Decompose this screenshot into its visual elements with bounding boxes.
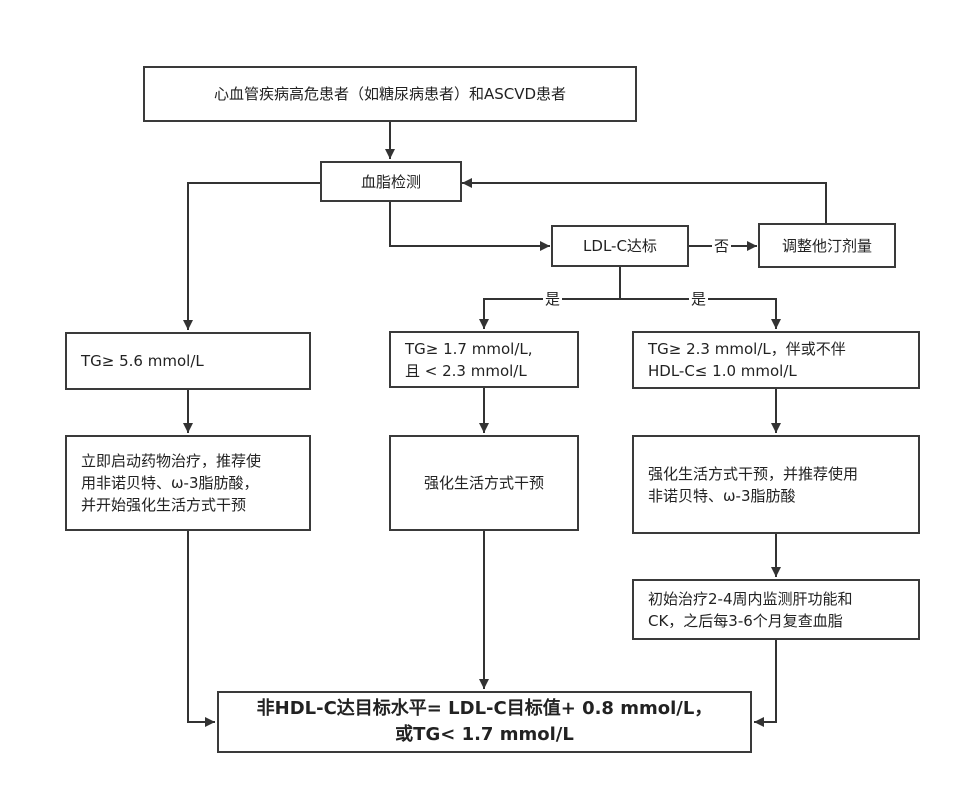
drug-immediate-line-1: 立即启动药物治疗，推荐使 [81,452,262,470]
lipid-test-node: 血脂检测 [320,161,462,202]
adjust-statin-node: 调整他汀剂量 [758,223,896,268]
start-node-text: 心血管疾病高危患者（如糖尿病患者）和ASCVD患者 [213,85,567,103]
drug-immediate-line-2: 用非诺贝特、ω-3脂肪酸， [81,474,259,492]
adjust-statin-text: 调整他汀剂量 [781,236,872,255]
edge-label-yes-left: 是 [543,290,563,308]
monitor-line-2: CK，之后每3-6个月复查血脂 [648,611,843,630]
arrow-yes-to-tg-mid [479,298,620,329]
goal-node: 非HDL-C达目标水平= LDL-C目标值+ 0.8 mmol/L， 或TG< … [217,691,752,753]
arrow-lipid-test-to-tg-high [183,182,320,330]
lifestyle-text: 强化生活方式干预 [423,474,544,492]
tg-mid-line-1: TG≥ 1.7 mmol/L, [405,339,533,358]
tg-elev-line-2: HDL-C≤ 1.0 mmol/L [648,362,797,380]
tg-elev-node: TG≥ 2.3 mmol/L，伴或不伴 HDL-C≤ 1.0 mmol/L [632,331,920,389]
tg-high-node: TG≥ 5.6 mmol/L [65,332,311,390]
lifestyle-drug-line-1: 强化生活方式干预，并推荐使用 [648,464,859,483]
start-node: 心血管疾病高危患者（如糖尿病患者）和ASCVD患者 [143,66,637,122]
edge-label-yes-right: 是 [689,290,709,308]
tg-high-text: TG≥ 5.6 mmol/L [81,352,204,370]
lipid-test-text: 血脂检测 [360,172,421,191]
lifestyle-drug-node: 强化生活方式干预，并推荐使用 非诺贝特、ω-3脂肪酸 [632,435,920,534]
goal-line-2: 或TG< 1.7 mmol/L [395,724,574,745]
tg-mid-line-2: 且 < 2.3 mmol/L [405,361,527,380]
lifestyle-node: 强化生活方式干预 [389,435,579,531]
ldl-target-text: LDL-C达标 [583,237,657,255]
arrow-monitor-to-goal [754,640,777,727]
tg-elev-line-1: TG≥ 2.3 mmol/L，伴或不伴 [648,340,846,358]
monitor-node: 初始治疗2-4周内监测肝功能和 CK，之后每3-6个月复查血脂 [632,579,920,640]
arrow-lipid-test-to-ldl-target [389,202,550,251]
arrow-yes-to-tg-elev [620,298,781,329]
ldl-target-node: LDL-C达标 [551,225,689,267]
monitor-line-1: 初始治疗2-4周内监测肝功能和 [648,589,853,608]
arrow-drug-to-goal [187,531,215,727]
tg-mid-node: TG≥ 1.7 mmol/L, 且 < 2.3 mmol/L [389,331,579,388]
drug-immediate-node: 立即启动药物治疗，推荐使 用非诺贝特、ω-3脂肪酸， 并开始强化生活方式干预 [65,435,311,531]
lifestyle-drug-line-2: 非诺贝特、ω-3脂肪酸 [648,486,796,505]
drug-immediate-line-3: 并开始强化生活方式干预 [81,496,247,514]
arrow-adjust-statin-to-lipid-test [462,178,827,223]
goal-line-1: 非HDL-C达目标水平= LDL-C目标值+ 0.8 mmol/L， [256,698,713,719]
edge-label-no: 否 [712,237,732,255]
